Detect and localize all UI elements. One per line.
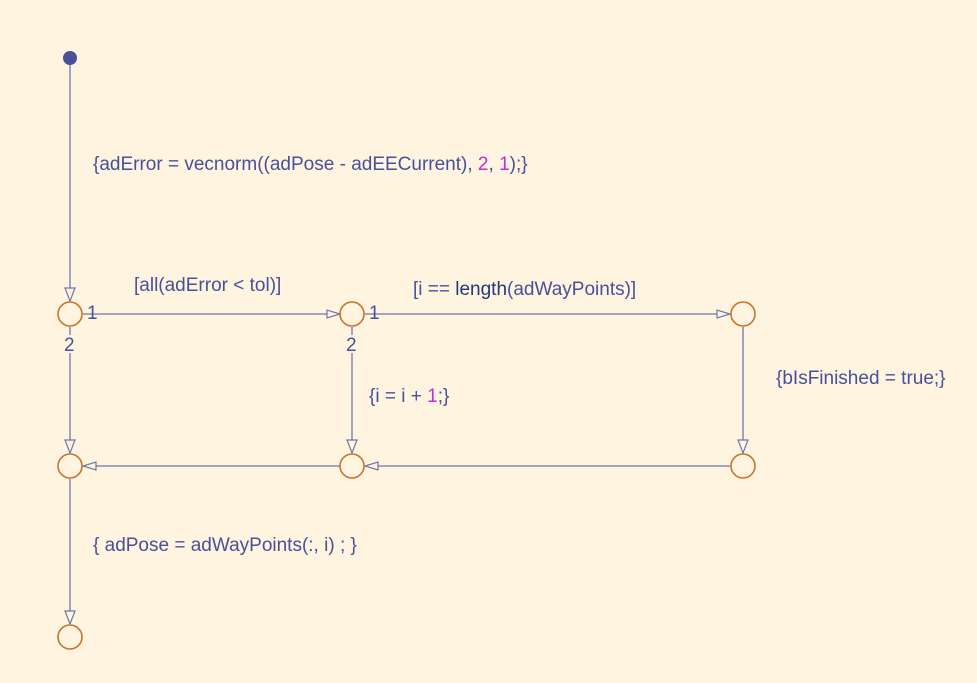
label-finished-action[interactable]: {bIsFinished = true;} bbox=[776, 368, 946, 389]
label-last-waypoint-post: (adWayPoints)] bbox=[507, 279, 637, 300]
arrowhead-j3 bbox=[716, 309, 733, 319]
arrowhead-j5-right bbox=[362, 461, 379, 471]
label-last-waypoint-pre: [i == bbox=[413, 279, 456, 300]
label-last-waypoint-fn: length bbox=[455, 279, 508, 300]
junction-2[interactable] bbox=[339, 301, 365, 327]
junction-7[interactable] bbox=[57, 624, 83, 650]
label-increment-post: ;} bbox=[437, 386, 450, 407]
label-compute-error[interactable]: {adError = vecnorm((adPose - adEECurrent… bbox=[93, 154, 528, 176]
order-j1-second: 2 bbox=[64, 335, 75, 356]
label-compute-error-num2: 1 bbox=[499, 154, 510, 175]
arrowhead-j4-right bbox=[80, 461, 97, 471]
junction-6[interactable] bbox=[730, 453, 756, 479]
junction-3[interactable] bbox=[730, 301, 756, 327]
label-compute-error-post: );} bbox=[509, 154, 528, 175]
label-increment-num: 1 bbox=[427, 386, 438, 407]
default-transition-dot bbox=[63, 51, 77, 65]
arrowhead-j1 bbox=[64, 287, 76, 303]
arrowhead-j2 bbox=[326, 309, 343, 319]
order-j2-first: 1 bbox=[369, 303, 380, 324]
arrowhead-j5-top bbox=[346, 439, 358, 455]
label-compute-error-pre: {adError = vecnorm((adPose - adEECurrent… bbox=[93, 154, 478, 175]
label-last-waypoint-guard[interactable]: [i == length(adWayPoints)] bbox=[413, 279, 636, 301]
label-pose-action[interactable]: { adPose = adWayPoints(:, i) ; } bbox=[93, 535, 357, 556]
junction-1[interactable] bbox=[57, 301, 83, 327]
label-compute-error-mid: , bbox=[488, 154, 500, 175]
junction-4[interactable] bbox=[57, 453, 83, 479]
arrowhead-j4-top bbox=[64, 439, 76, 455]
arrowhead-j7 bbox=[64, 610, 76, 626]
order-j1-first: 1 bbox=[87, 303, 98, 324]
arrowhead-j6 bbox=[737, 439, 749, 455]
label-increment-action[interactable]: {i = i + 1;} bbox=[369, 386, 449, 408]
label-converged-guard[interactable]: [all(adError < tol)] bbox=[134, 275, 282, 296]
label-increment-pre: {i = i + bbox=[369, 386, 428, 407]
order-j2-second: 2 bbox=[346, 335, 357, 356]
junction-5[interactable] bbox=[339, 453, 365, 479]
label-compute-error-num1: 2 bbox=[477, 154, 489, 175]
